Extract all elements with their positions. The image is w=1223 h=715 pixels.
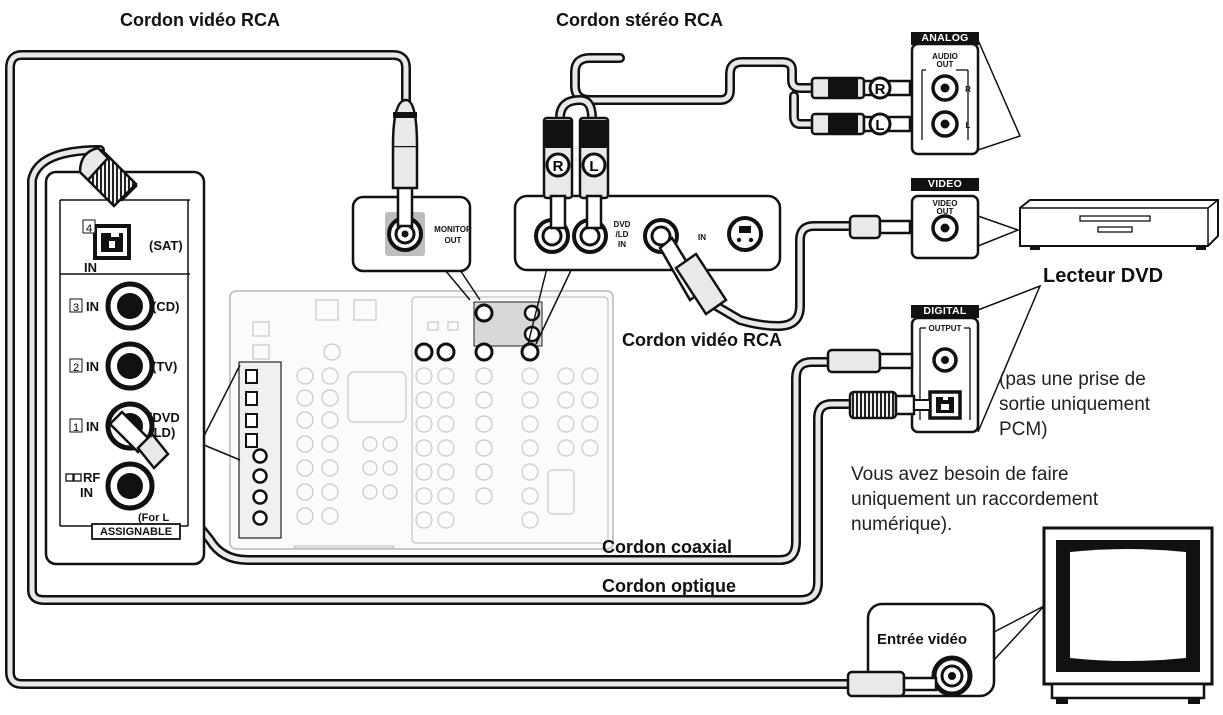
input-3-source: (CD) bbox=[152, 299, 179, 314]
note-not-pcm-line2: sortie uniquement bbox=[999, 394, 1151, 415]
optical-plug bbox=[78, 146, 138, 208]
video-cable-mid bbox=[701, 221, 855, 331]
analog-tag: ANALOG bbox=[911, 32, 979, 45]
input-3-in: IN bbox=[86, 299, 99, 314]
video-plug-dvd-output bbox=[848, 214, 912, 240]
note-digital-only: Vous avez besoin de faire uniquement un … bbox=[851, 462, 1098, 537]
coaxial-plug-dvd bbox=[826, 348, 914, 374]
video-out-line1: VIDEO bbox=[933, 199, 958, 208]
cable-label-coaxial: Cordon coaxial bbox=[602, 537, 733, 557]
video-plug-tv bbox=[846, 670, 938, 698]
plug-l-letter: L bbox=[589, 158, 598, 175]
input-1-source-line1: (DVD bbox=[148, 410, 180, 425]
television bbox=[1042, 526, 1214, 704]
input-number-4: 4 bbox=[86, 223, 92, 235]
cable-label-optical: Cordon optique bbox=[602, 576, 736, 596]
dvd-player bbox=[1019, 199, 1219, 250]
audio-out-line2: OUT bbox=[937, 60, 954, 69]
audio-out-line1: AUDIO bbox=[932, 52, 958, 61]
input-4-source: (SAT) bbox=[149, 238, 183, 253]
input-1-source-line2: /LD) bbox=[150, 425, 175, 440]
analog-plug-l-letter: L bbox=[875, 117, 884, 134]
note-not-pcm-line3: PCM) bbox=[999, 419, 1048, 440]
note-digital-only-line2: uniquement un raccordement bbox=[851, 489, 1099, 510]
tv-video-in-label: Entrée vidéo bbox=[877, 631, 968, 648]
video-plug-dvd-input bbox=[658, 236, 728, 316]
dvd-ld-in-label-line2: /LD bbox=[616, 230, 629, 239]
dvd-input-callout bbox=[513, 194, 782, 272]
digital-output-panel bbox=[910, 316, 980, 434]
jack-r-label: R bbox=[965, 85, 971, 94]
cable-label-stereo-rca: Cordon stéréo RCA bbox=[556, 10, 724, 30]
input-4-in: IN bbox=[84, 260, 97, 275]
video-plug-monitor-out bbox=[391, 98, 419, 228]
receiver-dvd-input-row bbox=[414, 342, 540, 362]
input-1-in: IN bbox=[86, 419, 99, 434]
digital-input-panel bbox=[44, 170, 206, 566]
input-2-source: (TV) bbox=[152, 359, 177, 374]
dvd-ld-in-label-line1: DVD bbox=[614, 220, 631, 229]
input-2-in: IN bbox=[86, 359, 99, 374]
stereo-cable bbox=[555, 53, 817, 129]
optical-cable bbox=[27, 145, 855, 605]
input-number-2: 2 bbox=[73, 362, 79, 374]
monitor-out-label-line2: OUT bbox=[445, 236, 462, 245]
coaxial-plug bbox=[108, 410, 170, 470]
rf-in-line1: RF bbox=[83, 470, 100, 485]
dvd-ld-in-label-line3: IN bbox=[618, 240, 626, 249]
output-label: OUTPUT bbox=[929, 324, 962, 333]
receiver-monitor-out-block bbox=[473, 301, 543, 347]
optical-plug-dvd bbox=[848, 390, 931, 420]
for-ld-label: (For L bbox=[138, 512, 169, 524]
analog-plugs bbox=[810, 76, 912, 136]
stereo-plugs bbox=[542, 116, 610, 230]
cable-label-video-rca-mid: Cordon vidéo RCA bbox=[622, 330, 782, 350]
receiver-rear-panel bbox=[229, 290, 614, 550]
dvd-player-label: Lecteur DVD bbox=[1043, 265, 1164, 287]
cable-label-video-rca-top: Cordon vidéo RCA bbox=[120, 10, 280, 30]
diagram-text: MONITOR OUT DVD /LD IN IN R L R L AUDIO … bbox=[73, 52, 971, 538]
input-number-3: 3 bbox=[73, 302, 79, 314]
note-not-pcm: (pas une prise de sortie uniquement PCM) bbox=[999, 367, 1150, 442]
in-label: IN bbox=[698, 233, 706, 242]
note-digital-only-line1: Vous avez besoin de faire bbox=[851, 464, 1069, 485]
analog-plug-r-letter: R bbox=[875, 81, 886, 98]
rf-in-line2: IN bbox=[80, 485, 93, 500]
assignable-label: ASSIGNABLE bbox=[100, 526, 172, 538]
video-output-panel bbox=[910, 194, 980, 260]
monitor-out-label-line1: MONITOR bbox=[434, 225, 472, 234]
video-cable-outer-loop bbox=[5, 50, 873, 689]
input-number-1: 1 bbox=[73, 422, 79, 434]
note-digital-only-line3: numérique). bbox=[851, 514, 953, 535]
note-not-pcm-line1: (pas une prise de bbox=[999, 369, 1146, 390]
video-tag: VIDEO bbox=[911, 178, 979, 191]
receiver-digital-column bbox=[238, 361, 282, 539]
coaxial-cable bbox=[143, 357, 833, 565]
jack-l-label: L bbox=[966, 121, 971, 130]
digital-tag: DIGITAL bbox=[911, 305, 979, 318]
plug-r-letter: R bbox=[553, 158, 564, 175]
video-out-line2: OUT bbox=[937, 207, 954, 216]
